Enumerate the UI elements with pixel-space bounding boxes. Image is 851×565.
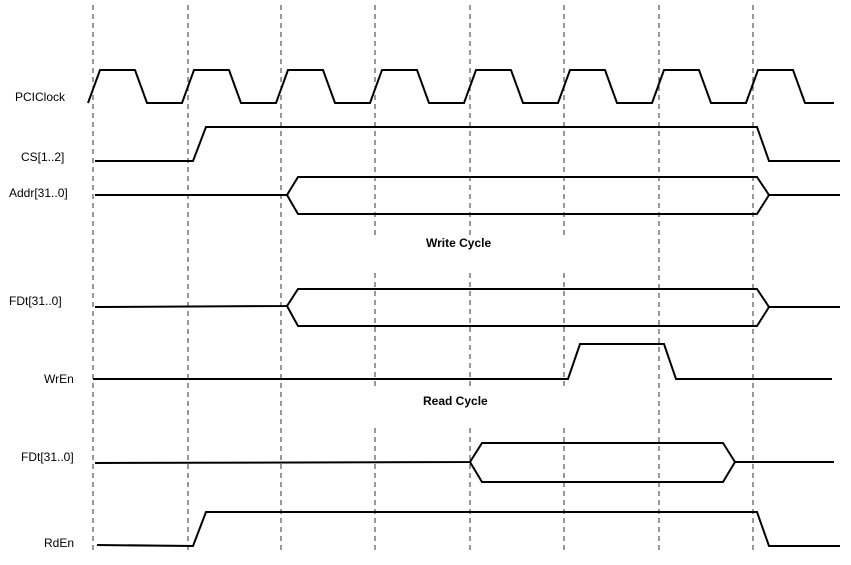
fdt-write-bus-waveform <box>94 288 840 327</box>
addr-bus-waveform <box>95 176 840 215</box>
signal-label-cs: CS[1..2] <box>21 150 64 164</box>
fdt-read-bus-waveform <box>94 442 834 483</box>
signal-label-wren: WrEn <box>44 372 74 386</box>
read-cycle-title: Read Cycle <box>423 394 488 408</box>
signal-label-fdt-read: FDt[31..0] <box>21 450 74 464</box>
clock-grid <box>92 5 754 552</box>
signal-label-fdt-write: FDt[31..0] <box>9 294 62 308</box>
cs-waveform <box>95 126 840 162</box>
signal-label-rden: RdEn <box>44 536 74 550</box>
signal-label-pciclock: PCIClock <box>15 90 66 104</box>
signal-label-addr: Addr[31..0] <box>9 186 68 200</box>
pciclock-waveform <box>87 69 834 104</box>
wren-waveform <box>93 343 832 380</box>
rden-waveform <box>96 511 840 548</box>
write-cycle-title: Write Cycle <box>426 236 491 250</box>
